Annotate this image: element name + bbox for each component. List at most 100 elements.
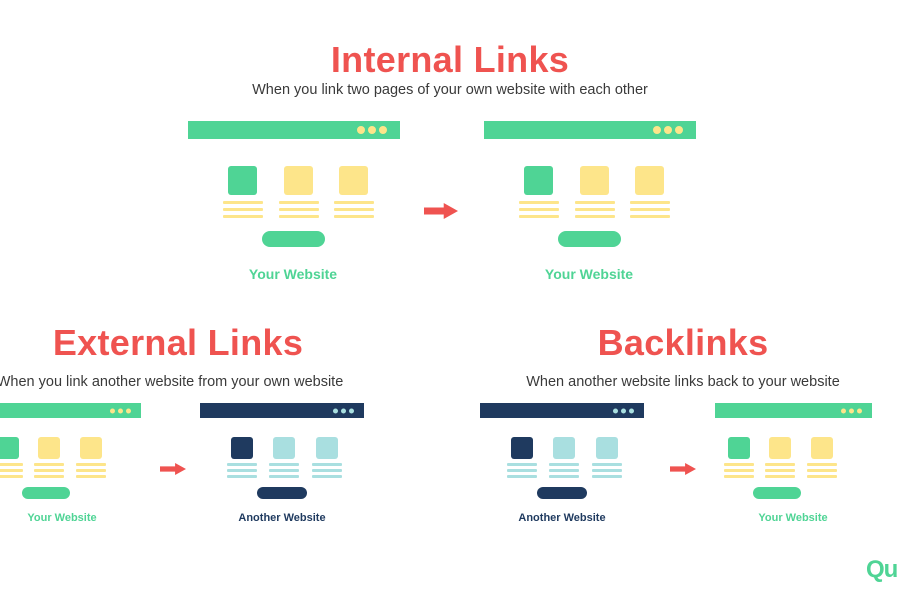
external-left-site-window-dots [110,408,131,413]
external-left-site-text-line [34,475,64,478]
backlinks-right-site-window-dot [841,408,846,413]
internal-left-site-text-line [222,215,263,218]
external-left-caption: Your Website [27,512,97,524]
internal-left-site-text-line [222,208,263,211]
backlinks-left-site-window-dot [621,408,626,413]
backlinks-right-site-content-square [728,437,750,459]
backlinks-left-site-window-dots [613,408,634,413]
backlinks-right-site-content-square [769,437,791,459]
external-left-site-content-square [38,437,60,459]
backlinks-left-site-text-line [507,469,537,472]
external-left-site-text-line [0,463,23,466]
internal-right-site-text-line [518,215,559,218]
backlinks-left-site-text-line [549,463,579,466]
backlinks-right-site-text-line [765,469,795,472]
backlinks-left-caption: Another Website [518,512,606,524]
backlinks-left-site-text-line [507,463,537,466]
external-links-title: External Links [52,322,304,363]
internal-right-site-text-line [518,208,559,211]
brand-logo: Qu [866,556,898,583]
internal-left-site-content-square [228,166,257,195]
backlinks-right-caption: Your Website [758,512,828,524]
internal-right-site-text-line [629,201,670,204]
external-left-site-browser-bar [0,403,141,418]
backlinks-subtitle: When another website links back to your … [526,374,840,390]
external-right-site-content-square [316,437,338,459]
internal-left-site-text-line [278,201,319,204]
backlinks-title: Backlinks [597,322,769,363]
internal-right-site-window-dots [653,126,683,134]
backlinks-left-site-text-line [592,475,622,478]
backlinks-right-site-text-line [724,469,754,472]
internal-left-caption: Your Website [248,266,338,282]
external-right-site-text-line [312,463,342,466]
backlinks-right-site-browser-bar [715,403,872,418]
internal-right-caption: Your Website [544,266,634,282]
internal-right-site-text-line [574,201,615,204]
internal-left-site-content-square [284,166,313,195]
internal-left-site-browser-bar [188,121,400,139]
external-links-subtitle: When you link another website from your … [0,374,344,390]
external-left-site-content-square [0,437,19,459]
external-right-site-content-square [273,437,295,459]
external-left-site-content-square [80,437,102,459]
internal-links-subtitle: When you link two pages of your own webs… [252,82,648,98]
external-left-site-button-shape [22,487,70,499]
external-right-site-button-shape [257,487,307,499]
internal-left-site-window-dots [357,126,387,134]
internal-right-site-text-line [629,215,670,218]
internal-right-site-browser-bar [484,121,696,139]
internal-right-site-content-square [635,166,664,195]
external-left-site-text-line [76,469,106,472]
backlinks-left-site-window-dot [613,408,618,413]
external-right-site-window-dot [341,408,346,413]
internal-left-site-window-dot [368,126,376,134]
external-right-site-text-line [227,469,257,472]
external-left-site-text-line [76,475,106,478]
internal-right-site-content-square [524,166,553,195]
backlinks-left-site-text-line [592,463,622,466]
external-right-site-text-line [269,469,299,472]
backlinks-right-site-window-dots [841,408,862,413]
backlinks-right-site-content-square [811,437,833,459]
backlinks-right-site-text-line [765,463,795,466]
internal-left-site-window-dot [357,126,365,134]
internal-right-site-content-square [580,166,609,195]
external-right-site-text-line [312,475,342,478]
backlinks-left-site-text-line [549,469,579,472]
backlinks-left-site-window-dot [629,408,634,413]
backlinks-arrow [670,463,696,475]
external-left-site-window-dot [110,408,115,413]
backlinks-right-site-text-line [807,469,837,472]
external-left-site-text-line [0,469,23,472]
backlinks-right-site-text-line [765,475,795,478]
internal-right-site-button-shape [558,231,621,247]
internal-left-site-text-line [278,208,319,211]
backlinks-left-site-text-line [507,475,537,478]
backlinks-left-site-browser-bar [480,403,644,418]
internal-right-site-text-line [629,208,670,211]
internal-right-site-window-dot [664,126,672,134]
internal-arrow [424,203,458,219]
backlinks-right-site-text-line [807,475,837,478]
backlinks-left-site-content-square [553,437,575,459]
backlinks-left-site-text-line [592,469,622,472]
external-left-site-window-dot [126,408,131,413]
external-right-site-text-line [312,469,342,472]
backlinks-right-site-button-shape [753,487,801,499]
internal-left-site-content-square [339,166,368,195]
internal-left-site-text-line [278,215,319,218]
external-right-site-window-dots [333,408,354,413]
backlinks-right-site-text-line [724,463,754,466]
external-left-site-text-line [34,469,64,472]
internal-right-site-text-line [574,208,615,211]
external-right-site-browser-bar [200,403,364,418]
internal-right-site-text-line [518,201,559,204]
external-right-site-window-dot [349,408,354,413]
external-right-site-window-dot [333,408,338,413]
backlinks-left-site-content-square [596,437,618,459]
external-right-site-content-square [231,437,253,459]
external-left-site-text-line [0,475,23,478]
external-right-site-text-line [269,475,299,478]
internal-left-site-text-line [333,215,374,218]
